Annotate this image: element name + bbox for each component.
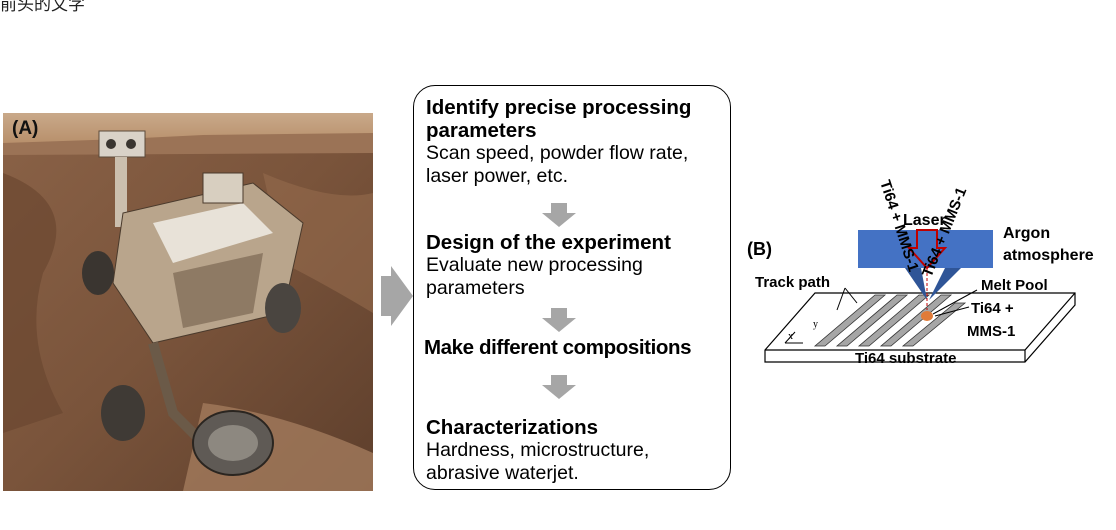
melt-pool-label: Melt Pool [981,277,1048,294]
panel-b-label: (B) [747,239,772,259]
flow-step-4: Characterizations Hardness, microstructu… [426,416,649,485]
big-right-arrow-icon [381,266,413,326]
laser-arrow-icon [906,229,948,270]
argon-box [858,230,993,268]
deposit-label-line-1: Ti64 + [971,300,1014,317]
step-1-desc-line-2: laser power, etc. [426,165,568,187]
step-1-title-line-1: Identify precise processing [426,96,692,119]
step-2-desc-line-1: Evaluate new processing [426,254,643,276]
step-2-title: Design of the experiment [426,231,671,254]
down-arrow-icon [542,375,576,399]
right-nozzle [929,268,961,300]
down-arrow-icon [542,308,576,332]
step-1-title-line-2: parameters [426,119,537,142]
step-2-desc-line-2: parameters [426,277,525,299]
step-3-title: Make different compositions [424,336,692,359]
flow-step-2: Design of the experiment Evaluate new pr… [426,231,671,300]
step-4-title: Characterizations [426,416,599,439]
laser-label: Laser [903,212,946,229]
deposited-tracks [813,294,967,347]
substrate-label: Ti64 substrate [855,350,956,367]
argon-label-line-2: atmosphere [1003,247,1094,264]
down-arrow-icon [542,203,576,227]
flow-step-1: Identify precise processing parameters S… [426,96,691,188]
argon-label-line-1: Argon [1003,225,1050,242]
melt-pool [921,311,933,321]
flow-step-3: Make different compositions [424,336,692,359]
step-1-desc-line-1: Scan speed, powder flow rate, [426,142,689,164]
axis-y-label: y [813,319,818,330]
track-path-label: Track path [755,274,830,291]
step-4-desc-line-2: abrasive waterjet. [426,462,579,484]
step-4-desc-line-1: Hardness, microstructure, [426,439,650,461]
ded-schematic: x y (B) Laser Argon atmosphere Ti64 + MM… [747,178,1094,367]
rover-photo [3,113,373,491]
header-fragment: 前头的文字 [0,0,85,14]
process-flow-box: Identify precise processing parameters S… [413,85,731,490]
axis-x-label: x [788,331,793,342]
panel-a-label: (A) [12,118,39,139]
deposit-label-line-2: MMS-1 [967,323,1015,340]
left-nozzle [905,268,927,300]
